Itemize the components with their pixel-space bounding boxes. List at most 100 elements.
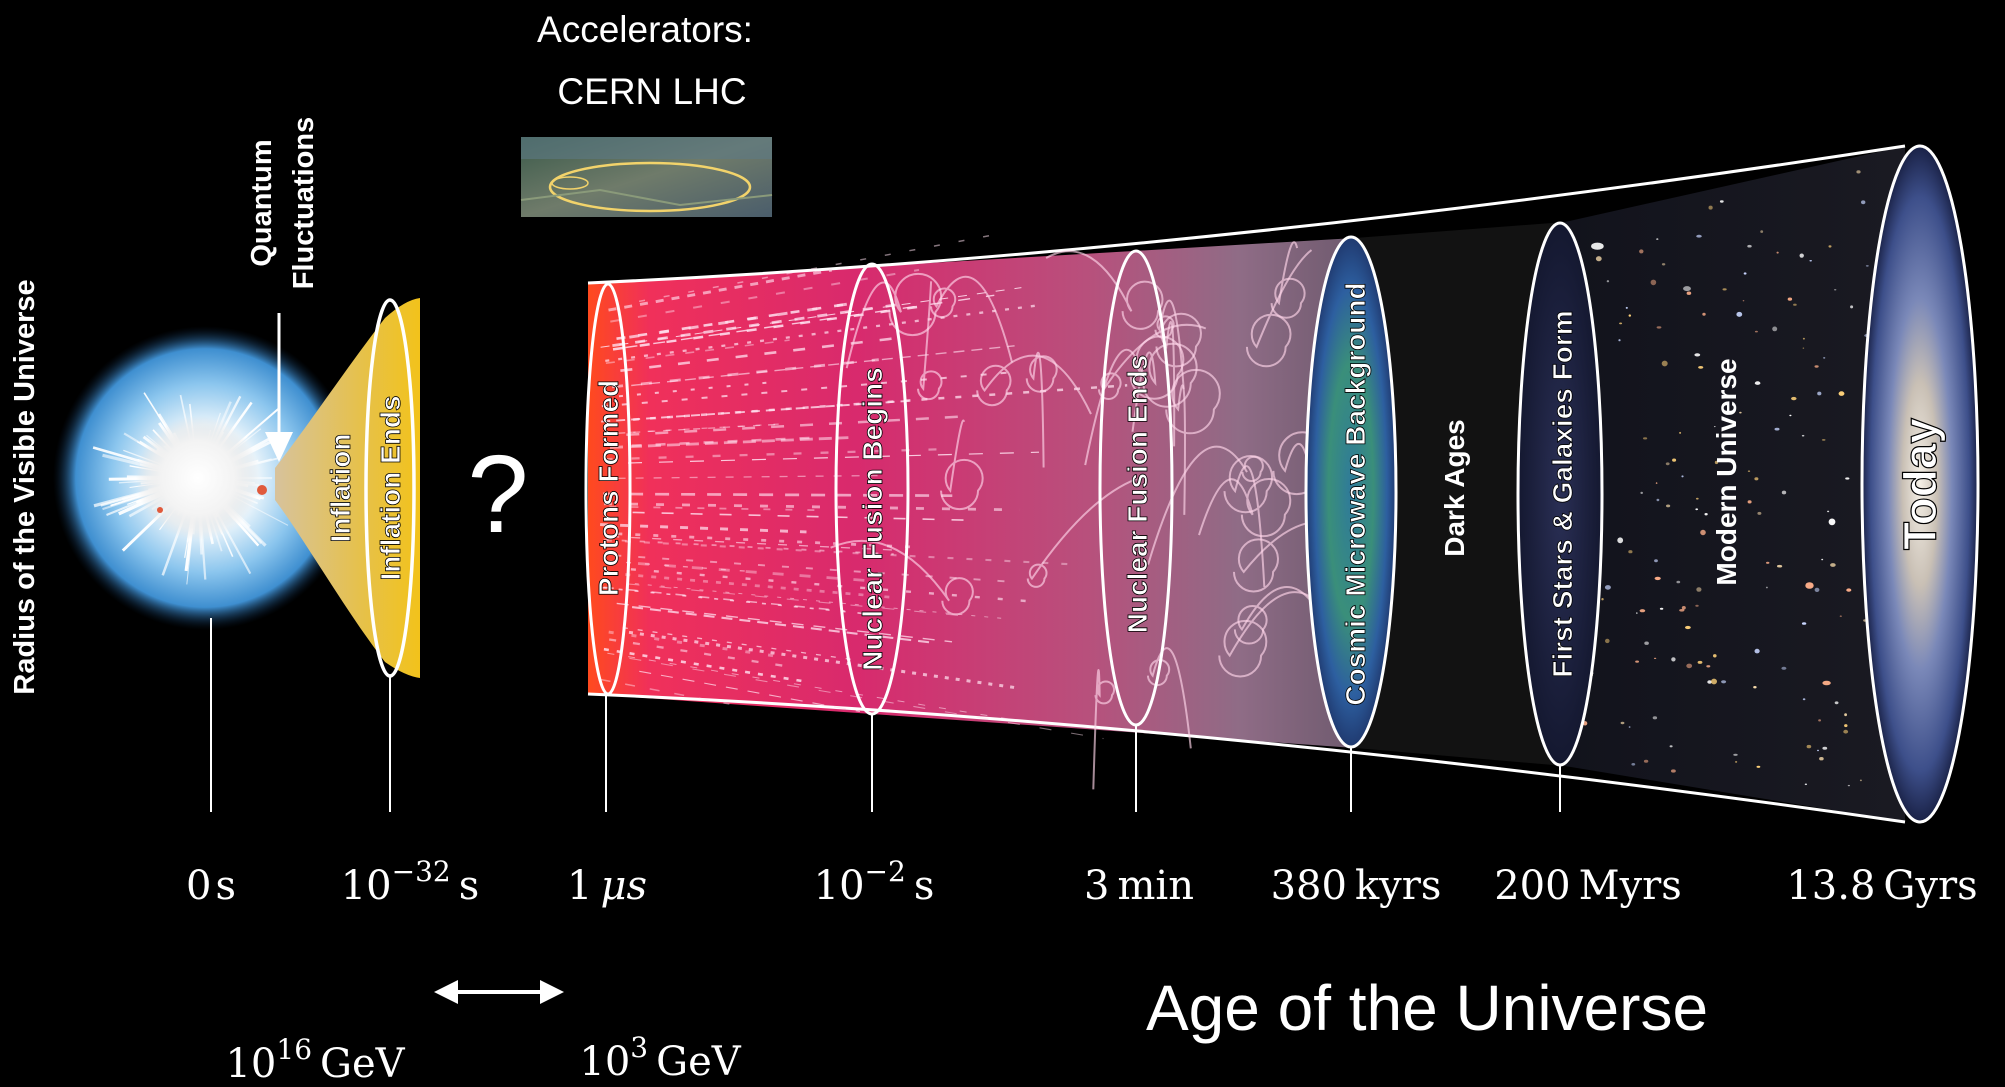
y-axis-label: Radius of the Visible Universe [9, 279, 41, 694]
plasma-streak [608, 268, 833, 312]
plasma-streak [600, 523, 807, 534]
galaxy-dot [1846, 588, 1852, 592]
galaxy-dot [1639, 609, 1646, 613]
galaxy-dot [1861, 200, 1866, 205]
galaxy-dot [1822, 746, 1828, 750]
galaxy-dot [1704, 513, 1708, 516]
nucleosynthesis-curl [1155, 312, 1202, 447]
plasma-streak [609, 505, 824, 512]
galaxy-dot [1665, 462, 1670, 466]
epoch-today: Today [1894, 418, 1946, 550]
today-galaxy [1860, 144, 1980, 824]
galaxy-dot [1659, 607, 1664, 610]
galaxy-dot [1671, 657, 1676, 662]
galaxy-dot [1640, 491, 1643, 494]
galaxy-dot [1760, 230, 1764, 233]
galaxy-dot [1635, 660, 1639, 663]
plasma-streak [639, 670, 860, 713]
epoch-nuclear-fusion-begins: Nuclear Fusion Begins [857, 367, 888, 670]
galaxy-dot [1828, 518, 1836, 526]
galaxy-dot [1714, 460, 1719, 465]
nucleosynthesis-curl [1084, 335, 1185, 466]
galaxy-dot [1827, 510, 1830, 513]
galaxy-dot [1595, 256, 1602, 262]
nucleosynthesis-curl [976, 354, 1092, 415]
galaxy-dot [1591, 242, 1604, 250]
galaxy-dot [1644, 641, 1649, 645]
galaxy-dot [1679, 431, 1682, 434]
plasma-streak [620, 336, 898, 372]
galaxy-dot [1604, 585, 1611, 590]
galaxy-dot [1708, 205, 1713, 210]
galaxy-dot [1850, 305, 1854, 309]
galaxy-dot [1847, 784, 1850, 787]
galaxy-dot [1789, 414, 1792, 417]
quantum-fluctuations-label-2: Fluctuations [288, 117, 320, 289]
galaxy-dot [1714, 426, 1716, 428]
galaxy-dot [1802, 347, 1805, 349]
galaxy-dot [1747, 470, 1751, 472]
galaxy-dot [1696, 234, 1702, 238]
galaxy-dot [1743, 272, 1747, 275]
galaxy-dot [1814, 587, 1820, 593]
nucleosynthesis-curl [1198, 477, 1292, 538]
plasma-streak [600, 678, 730, 705]
galaxy-dot [1730, 369, 1733, 371]
galaxy-dot [1787, 297, 1793, 301]
x-axis-title: Age of the Universe [1146, 972, 1708, 1044]
plasma-streak [617, 532, 913, 549]
galaxy-dot [1628, 550, 1633, 554]
plasma-streak [637, 562, 874, 583]
galaxy-dot [1804, 783, 1808, 786]
nucleosynthesis-curl [1232, 520, 1363, 593]
plasma-streak [634, 583, 1004, 619]
galaxy-dot [1721, 680, 1727, 684]
plasma-streak [627, 451, 1040, 464]
accelerators-title: Accelerators: [537, 9, 753, 50]
galaxy-dot [1628, 726, 1631, 728]
galaxy-dot [1819, 757, 1824, 761]
plasma-streak [604, 447, 945, 461]
galaxy-dot [1830, 563, 1836, 567]
galaxy-dot [1845, 477, 1850, 480]
galaxy-dot [1702, 312, 1706, 316]
galaxy-dot [1719, 200, 1724, 203]
nucleosynthesis-curl [1146, 647, 1192, 749]
galaxy-dot [1821, 439, 1826, 441]
lhc-aerial-photo [520, 137, 773, 217]
nucleosynthesis-curl [1026, 477, 1137, 589]
galaxy-dot [1681, 606, 1686, 610]
galaxy-dot [1676, 580, 1681, 584]
galaxy-dot [1671, 769, 1676, 773]
epoch-dark-ages: Dark Ages [1439, 419, 1470, 556]
galaxy-dot [1843, 729, 1849, 734]
galaxy-dot [1754, 648, 1760, 654]
plasma-streak [603, 586, 845, 612]
plasma-particle-tracks [600, 233, 1128, 740]
galaxy-dot [1643, 759, 1649, 763]
galaxy-dot [1656, 498, 1660, 502]
galaxy-dot [1686, 663, 1693, 669]
galaxy-dot [1679, 609, 1685, 612]
galaxy-dot [1809, 260, 1812, 262]
epoch-first-stars: First Stars & Galaxies Form [1547, 310, 1578, 677]
galaxy-dot [1747, 244, 1752, 248]
galaxy-dot [1606, 280, 1610, 283]
nucleosynthesis-curl [1270, 241, 1306, 319]
galaxy-dot [1823, 357, 1826, 359]
galaxy-dot [1695, 508, 1699, 511]
epoch-cmb: Cosmic Microwave Background [1340, 282, 1371, 705]
expansion-cone [587, 144, 1906, 824]
galaxy-dot [1817, 749, 1819, 752]
galaxy-dot [1814, 365, 1819, 368]
galaxy-dot [1652, 716, 1658, 720]
galaxy-dot [1713, 654, 1717, 658]
epoch-nuclear-fusion-ends: Nuclear Fusion Ends [1122, 355, 1153, 634]
